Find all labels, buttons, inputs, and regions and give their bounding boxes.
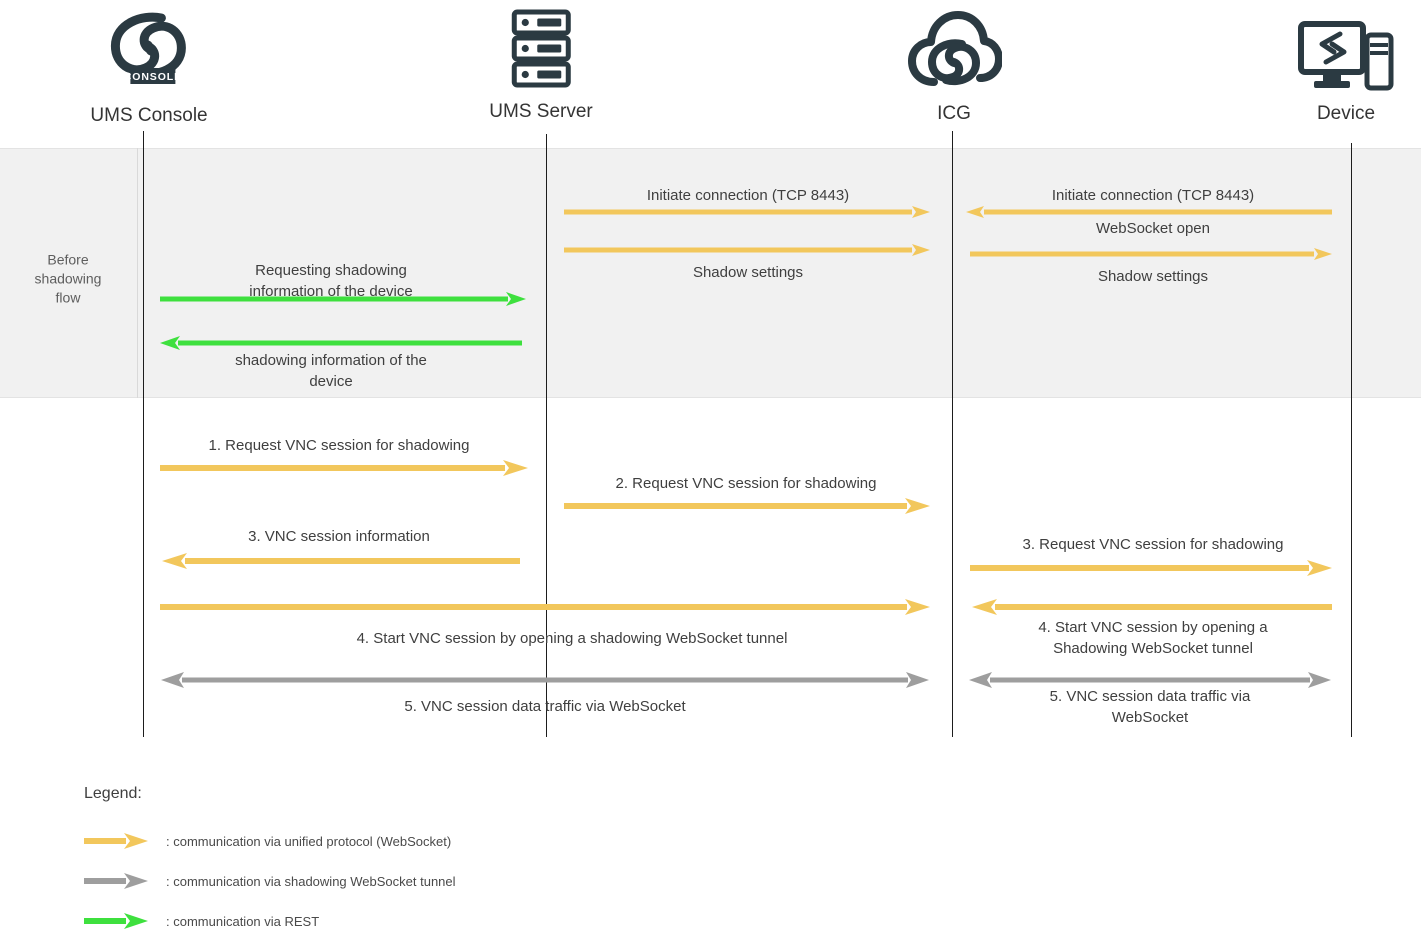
band-left-divider [137,148,138,398]
message-step-2-request-vnc [564,498,930,514]
message-websocket-open [970,248,1332,260]
actor-icg: ICG [906,6,1003,125]
cloud-logo-icon [906,6,1003,99]
message-label: 4. Start VNC session by opening a shadow… [356,630,788,647]
message-label: 5. VNC session data traffic via WebSocke… [404,698,686,715]
unified-protocol-arrow-icon [84,833,156,849]
message-step-4-start-vnc-device-icg [970,599,1332,615]
actor-ums-console: CONSOLE UMS Console [90,6,208,127]
message-step-5-vnc-data-icg-device [968,671,1332,689]
svg-text:CONSOLE: CONSOLE [123,71,181,83]
legend-item-rest: : communication via REST [84,901,456,930]
actor-device: Device [1296,18,1396,125]
message-label: 3. VNC session information [248,528,430,545]
message-label: 1. Request VNC session for shadowing [208,437,470,454]
actor-label: ICG [937,103,971,124]
band-label: Before shadowing flow [34,251,102,306]
message-shadowing-info-response [160,336,526,350]
message-initiate-connection-device-icg [966,206,1332,218]
message-label: Requesting shadowing information of the … [249,262,413,300]
actor-ums-server: UMS Server [489,6,593,123]
message-step-3-request-vnc-icg-device [970,560,1332,576]
message-label: Shadow settings [1097,268,1209,285]
legend-item-label: : communication via shadowing WebSocket … [166,873,456,889]
legend-title: Legend: [84,785,142,802]
lifeline-device [1351,143,1352,737]
actor-label: Device [1316,103,1376,124]
message-step-4-start-vnc-console-icg [160,599,930,615]
message-label: 4. Start VNC session by opening a Shadow… [1038,619,1268,657]
message-step-3-vnc-session-information [160,553,520,569]
message-initiate-connection-server-icg [564,206,930,218]
rest-arrow-icon [84,913,156,929]
lifeline-icg [952,131,953,737]
legend-item-unified-protocol: : communication via unified protocol (We… [84,821,456,861]
message-label: 3. Request VNC session for shadowing [1022,536,1284,553]
legend-item-label: : communication via unified protocol (We… [166,833,452,849]
message-step-5-vnc-data-console-icg [160,671,930,689]
message-requesting-shadowing-info [160,292,526,306]
message-label: Initiate connection (TCP 8443) [1051,187,1255,204]
legend-item-label: : communication via REST [166,913,320,929]
shadowing-tunnel-arrow-icon [84,873,156,889]
message-label: shadowing information of the device [235,352,427,390]
actor-label: UMS Console [90,105,208,126]
lifeline-ums-server [546,134,547,737]
message-label: 2. Request VNC session for shadowing [615,475,877,492]
message-shadow-settings-server-icg [564,244,930,256]
before-shadowing-flow-band [0,148,1421,398]
message-label: Initiate connection (TCP 8443) [646,187,850,204]
message-label: 5. VNC session data traffic via WebSocke… [1049,688,1251,726]
lifeline-ums-console [143,131,144,737]
server-rack-icon [489,6,592,97]
message-label: Shadow settings [692,264,804,281]
monitor-device-icon [1296,18,1396,99]
ums-console-logo-icon: CONSOLE [90,6,207,101]
message-label: WebSocket open [1096,220,1210,237]
legend: Legend: : communication via unified prot… [84,785,456,930]
actor-label: UMS Server [489,101,593,122]
legend-item-shadowing-tunnel: : communication via shadowing WebSocket … [84,861,456,901]
message-step-1-request-vnc [160,460,528,476]
